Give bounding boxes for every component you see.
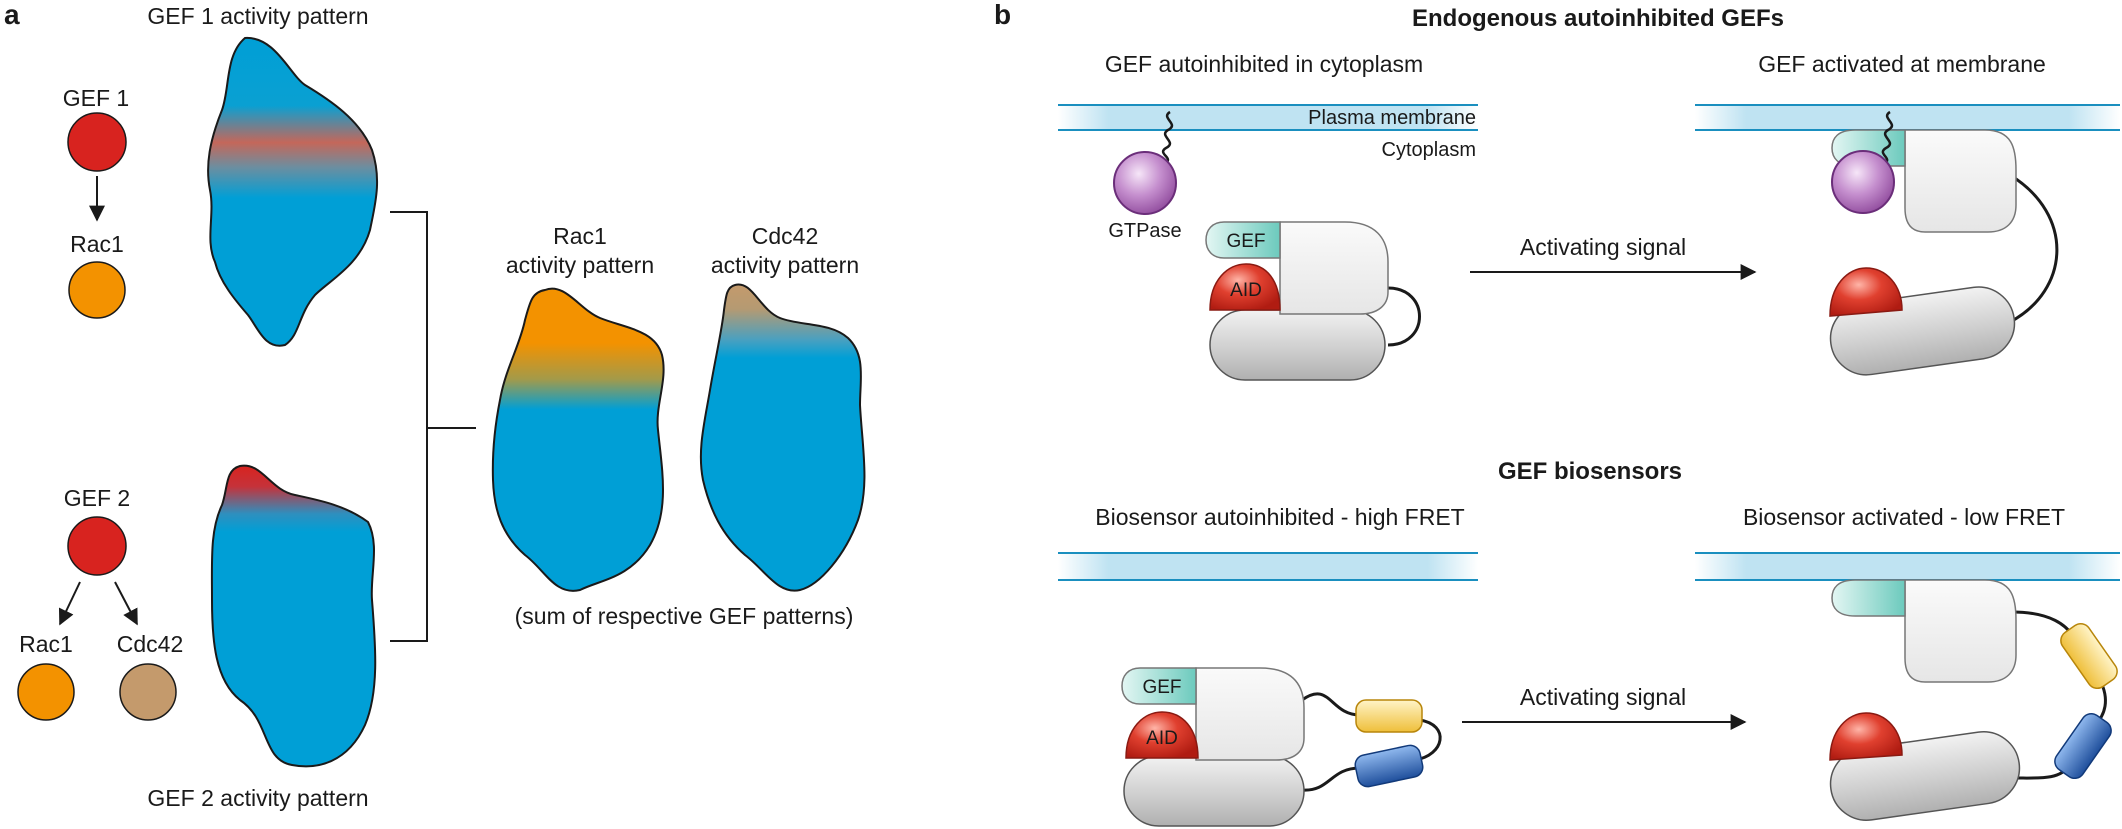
- gtpase-label: GTPase: [1108, 220, 1181, 242]
- membrane-left-2: [1058, 553, 1478, 580]
- cdc42-pattern-cell: [699, 283, 866, 592]
- rac1-pattern-title-2: activity pattern: [506, 252, 654, 278]
- cdc42-circle: [119, 663, 177, 721]
- gef1-label: GEF 1: [63, 85, 129, 111]
- section2-title: GEF biosensors: [1498, 458, 1682, 485]
- cdc42-pattern-title-1: Cdc42: [752, 223, 818, 249]
- left2-title: Biosensor autoinhibited - high FRET: [1095, 504, 1464, 530]
- gtpase-ball-right: [1831, 150, 1895, 214]
- gef2-circle: [67, 516, 127, 576]
- biosensor-gef-domain-left: [1195, 667, 1305, 761]
- cytoplasm-label: Cytoplasm: [1382, 139, 1476, 161]
- signal-label-1: Activating signal: [1520, 234, 1686, 260]
- gef1-circle: [67, 112, 127, 172]
- lipid-anchor-left: [1161, 110, 1174, 166]
- right2-title: Biosensor activated - low FRET: [1743, 504, 2065, 530]
- biosensor-gef-box-right: [1831, 579, 1906, 617]
- fret-yellow-right: [2060, 622, 2118, 690]
- gef-domain-right-1: [1904, 129, 2017, 233]
- biosensor-aid-label-left: AID: [1146, 728, 1178, 749]
- lipid-anchor-right: [1881, 110, 1894, 166]
- left1-title: GEF autoinhibited in cytoplasm: [1105, 51, 1423, 77]
- gef1-cell: [207, 36, 379, 347]
- membrane-right-1: [1695, 105, 2120, 130]
- panel-b-letter: b: [994, 0, 1011, 30]
- rac1-circle: [68, 261, 126, 319]
- biosensor-gef-label-left: GEF: [1142, 677, 1181, 698]
- biosensor-aid-ball-left: [1125, 711, 1199, 759]
- biosensor-gef-box-left: [1121, 667, 1197, 705]
- gef2-target-2: Cdc42: [117, 631, 183, 657]
- gef2-cell: [210, 464, 377, 768]
- gef1-target-label: Rac1: [70, 231, 124, 257]
- gef-body-left-1: [1209, 309, 1386, 381]
- membrane-label: Plasma membrane: [1308, 107, 1476, 129]
- signal-label-2: Activating signal: [1520, 684, 1686, 710]
- gef1-pattern-title: GEF 1 activity pattern: [147, 3, 368, 29]
- rac1-pattern-cell: [491, 287, 665, 592]
- sum-note: (sum of respective GEF patterns): [515, 603, 854, 629]
- aid-ball-left-1: [1209, 263, 1281, 311]
- fret-blue-left: [1354, 744, 1424, 788]
- sum-bracket: [390, 211, 428, 642]
- biosensor-gef-domain-right: [1904, 579, 2017, 683]
- cdc42-pattern-title-2: activity pattern: [711, 252, 859, 278]
- membrane-left-1: [1058, 105, 1478, 130]
- fret-yellow-left: [1355, 699, 1423, 733]
- rac1-pattern-title-1: Rac1: [553, 223, 607, 249]
- gef-domain-left-1: [1279, 221, 1389, 315]
- right1-title: GEF activated at membrane: [1758, 51, 2046, 77]
- gef2-arrow-rac1: [58, 581, 81, 626]
- biosensor-aid-ball-right: [1829, 712, 1903, 761]
- gef-box-label-left-1: GEF: [1226, 231, 1265, 252]
- section1-title: Endogenous autoinhibited GEFs: [1412, 5, 1784, 32]
- gef2-arrow-cdc42: [114, 581, 138, 626]
- panel-a-letter: a: [4, 0, 20, 30]
- aid-label-left-1: AID: [1230, 280, 1262, 301]
- gef2-target-1: Rac1: [19, 631, 73, 657]
- gef2-label: GEF 2: [64, 485, 130, 511]
- membrane-right-2: [1695, 553, 2120, 580]
- aid-ball-right-1: [1829, 267, 1903, 317]
- gef2-pattern-title: GEF 2 activity pattern: [147, 785, 368, 811]
- gef-box-left-1: [1205, 221, 1281, 259]
- rac1-circle-2: [17, 663, 75, 721]
- gtpase-ball-left: [1113, 151, 1177, 215]
- fret-blue-right: [2054, 712, 2112, 780]
- biosensor-body-left: [1123, 755, 1305, 827]
